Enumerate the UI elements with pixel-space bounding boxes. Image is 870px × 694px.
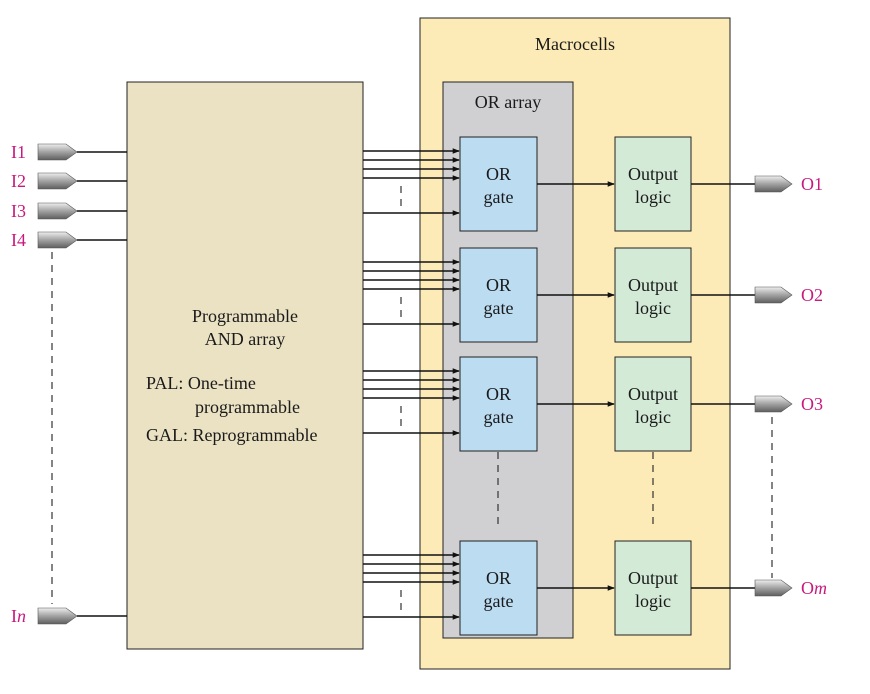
gal-note: GAL: Reprogrammable bbox=[146, 425, 317, 445]
or-gate-label: gate bbox=[484, 591, 514, 611]
output-label: O2 bbox=[801, 285, 823, 305]
or-gate-block bbox=[459, 356, 538, 452]
input-pin-icon bbox=[37, 607, 78, 625]
pal-note-line1: PAL: One-time bbox=[146, 373, 256, 393]
output-label: O3 bbox=[801, 394, 823, 414]
input-pin-icon bbox=[37, 172, 78, 190]
input-pin-icon bbox=[37, 143, 78, 161]
input-label: I2 bbox=[11, 171, 26, 191]
or-array-title: OR array bbox=[475, 92, 541, 112]
output-logic-label: Output bbox=[628, 568, 678, 588]
output-label: Om bbox=[801, 578, 827, 598]
or-gate-label: OR bbox=[486, 384, 511, 404]
connections-layer: I1I2I3I4InORgateOutputlogicO1ORgateOutpu… bbox=[11, 136, 827, 636]
and-array-title-line2: AND array bbox=[205, 329, 285, 349]
output-pin-icon bbox=[754, 175, 793, 193]
or-gate-block bbox=[459, 136, 538, 232]
input-pin-icon bbox=[37, 202, 78, 220]
input-label: I3 bbox=[11, 201, 26, 221]
output-label: O1 bbox=[801, 174, 823, 194]
output-logic-label: logic bbox=[635, 591, 671, 611]
and-array-title-line1: Programmable bbox=[192, 306, 298, 326]
or-gate-label: OR bbox=[486, 568, 511, 588]
output-logic-label: logic bbox=[635, 187, 671, 207]
output-logic-block bbox=[614, 356, 692, 452]
or-gate-label: gate bbox=[484, 407, 514, 427]
or-gate-block bbox=[459, 247, 538, 343]
output-logic-label: Output bbox=[628, 275, 678, 295]
or-gate-label: gate bbox=[484, 187, 514, 207]
output-pin-icon bbox=[754, 395, 793, 413]
output-pin-icon bbox=[754, 579, 793, 597]
input-label: In bbox=[11, 606, 26, 626]
input-pin-icon bbox=[37, 231, 78, 249]
and-array-block bbox=[126, 81, 364, 650]
output-logic-label: logic bbox=[635, 407, 671, 427]
output-logic-label: Output bbox=[628, 384, 678, 404]
output-logic-label: Output bbox=[628, 164, 678, 184]
output-logic-block bbox=[614, 247, 692, 343]
or-gate-label: OR bbox=[486, 275, 511, 295]
input-label: I1 bbox=[11, 142, 26, 162]
or-gate-label: OR bbox=[486, 164, 511, 184]
or-gate-block bbox=[459, 540, 538, 636]
pal-note-line2: programmable bbox=[195, 397, 300, 417]
output-logic-block bbox=[614, 540, 692, 636]
output-logic-block bbox=[614, 136, 692, 232]
output-logic-label: logic bbox=[635, 298, 671, 318]
output-pin-icon bbox=[754, 286, 793, 304]
or-gate-label: gate bbox=[484, 298, 514, 318]
input-label: I4 bbox=[11, 230, 26, 250]
macrocells-title: Macrocells bbox=[535, 34, 615, 54]
